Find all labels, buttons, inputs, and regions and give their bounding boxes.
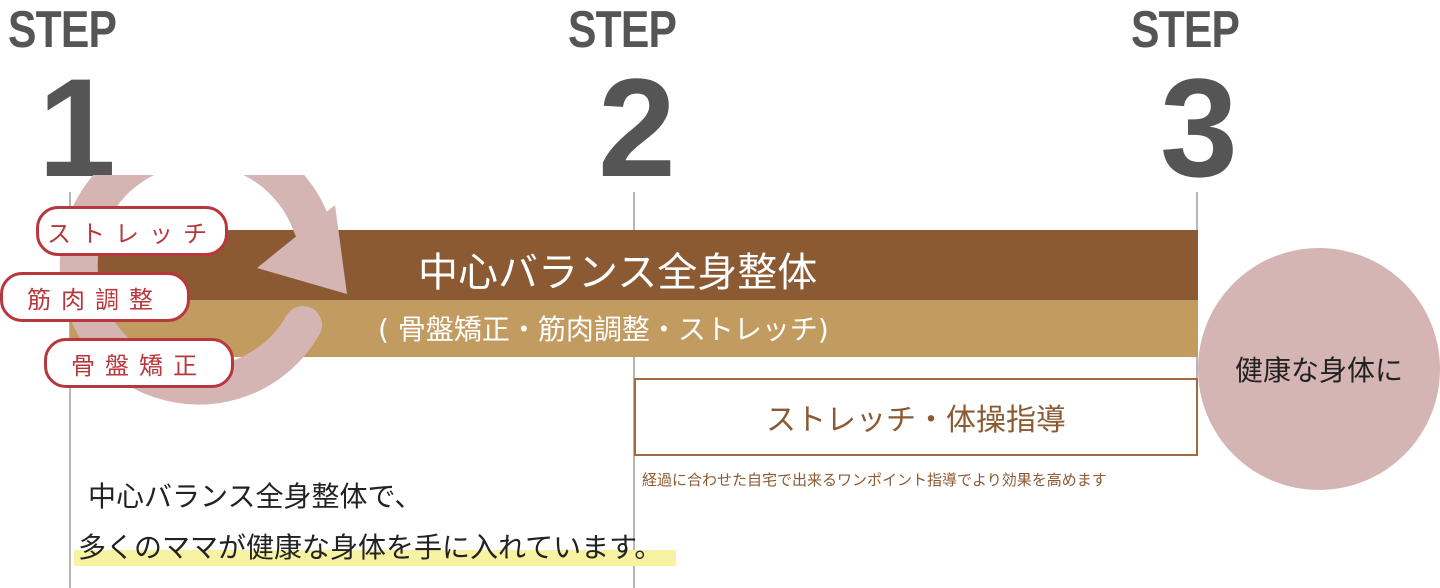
main-bar-title: 中心バランス全身整体 xyxy=(418,250,818,296)
cycle-label-muscle: 筋肉調整 xyxy=(0,272,190,322)
step2-number: 2 xyxy=(598,49,676,206)
goal-text: 健康な身体に xyxy=(1234,354,1403,387)
message-line-1: 中心バランス全身整体で、 xyxy=(88,480,423,513)
main-bar-subtitle: ( 骨盤矯正・筋肉調整・ストレッチ) xyxy=(378,313,829,346)
step2-box: ストレッチ・体操指導 xyxy=(634,378,1198,456)
step2-label: STEP xyxy=(568,1,677,59)
message-line-2-highlight: 多くのママが健康な身体を手に入れています。 xyxy=(74,531,677,566)
goal-circle: 健康な身体に xyxy=(1198,248,1440,490)
step2-box-title: ストレッチ・体操指導 xyxy=(766,403,1066,438)
step3-number: 3 xyxy=(1160,49,1238,206)
cycle-label-stretch: ストレッチ xyxy=(36,206,228,256)
cycle-label-pelvis: 骨盤矯正 xyxy=(44,338,234,388)
step2-note: 経過に合わせた自宅で出来るワンポイント指導でより効果を高めます xyxy=(642,471,1107,489)
step3-label: STEP xyxy=(1131,1,1240,59)
main-bar-title-band xyxy=(70,230,1198,300)
message-line-2: 多くのママが健康な身体を手に入れています。 xyxy=(74,526,677,566)
step1-label: STEP xyxy=(8,1,117,59)
step1-guide-line xyxy=(69,192,71,588)
